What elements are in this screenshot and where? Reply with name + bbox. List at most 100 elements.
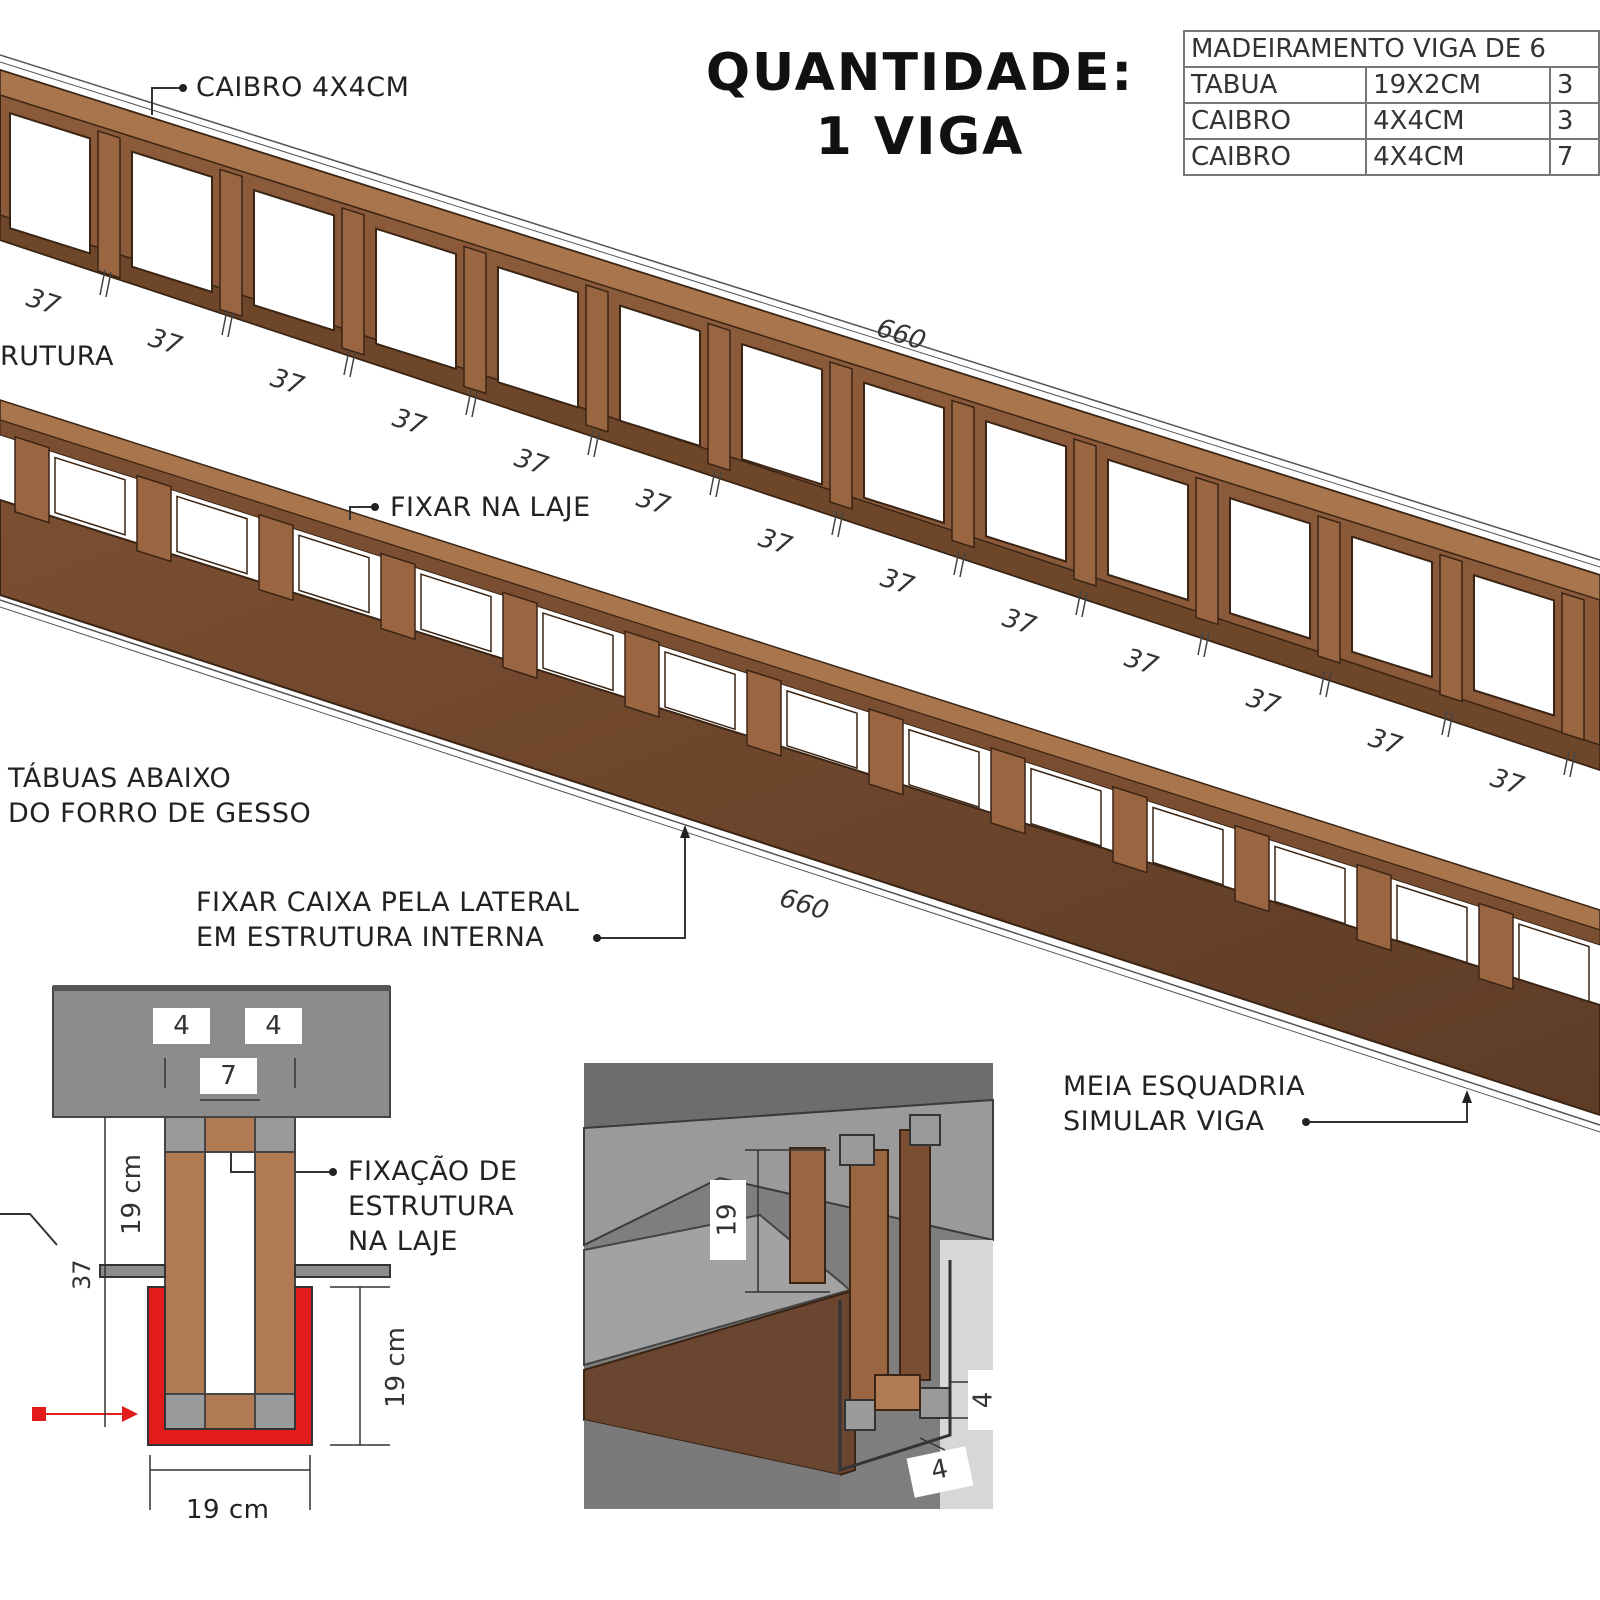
spacing-tick xyxy=(1563,749,1570,776)
spacing-tick xyxy=(837,511,844,538)
top-opening xyxy=(1107,458,1189,602)
leader-37 xyxy=(0,1213,58,1246)
leader-caibro xyxy=(151,87,180,115)
lower-stud xyxy=(14,435,50,524)
section-red-arrowhead xyxy=(122,1406,138,1422)
top-opening xyxy=(253,188,335,332)
spacing-label: 37 xyxy=(877,563,918,602)
table-cell-size: 4X4CM xyxy=(1365,138,1551,176)
persp-stud-1 xyxy=(789,1147,826,1284)
label-fixar-caixa-1: FIXAR CAIXA PELA LATERAL xyxy=(196,887,580,918)
dot-meia xyxy=(1302,1118,1310,1126)
table-cell-qty: 3 xyxy=(1548,102,1600,140)
persp-dim-19-text: 19 xyxy=(713,1203,743,1237)
top-stud xyxy=(1195,476,1219,626)
lower-stud xyxy=(502,591,538,680)
perspective-detail xyxy=(583,1063,994,1509)
persp-dim-4-side-text: 4 xyxy=(967,1391,998,1409)
section-slab xyxy=(52,986,391,1118)
spacing-tick xyxy=(1075,589,1082,616)
section-dim-37: 37 xyxy=(68,1259,96,1290)
table-cell-qty: 3 xyxy=(1548,66,1600,104)
top-stud xyxy=(463,245,487,395)
persp-caibro-bottom-1 xyxy=(844,1399,876,1431)
section-dim-19-top: 19 cm xyxy=(117,1154,147,1235)
label-tabuas-1: TÁBUAS ABAIXO xyxy=(8,763,232,794)
dot-fixar-laje xyxy=(371,503,379,511)
section-caibro-right xyxy=(254,1116,296,1153)
section-ceiling-left xyxy=(99,1264,166,1278)
top-opening xyxy=(1229,496,1311,640)
persp-beam-face xyxy=(583,1288,856,1477)
spacing-tick xyxy=(343,349,350,376)
lower-opening xyxy=(1396,884,1468,964)
persp-caibro-top-1 xyxy=(839,1134,875,1166)
top-frame-upper-rail xyxy=(0,69,1600,601)
table-cell-item: TABUA xyxy=(1182,66,1368,104)
persp-stud-2 xyxy=(849,1149,889,1401)
spacing-tick xyxy=(831,509,838,536)
persp-dim-19: 19 xyxy=(710,1180,746,1260)
top-opening xyxy=(741,342,823,486)
spacing-tick xyxy=(593,431,600,458)
spacing-label: 37 xyxy=(23,283,64,322)
spacing-tick xyxy=(99,269,106,296)
top-dim-line xyxy=(0,54,1600,561)
spacing-label: 37 xyxy=(1365,723,1406,762)
label-fixacao-2: ESTRUTURA xyxy=(348,1191,515,1222)
spacing-tick xyxy=(959,551,966,578)
lower-frame-top-rail-shade xyxy=(0,419,1600,946)
label-meia-1: MEIA ESQUADRIA xyxy=(1063,1071,1306,1102)
lower-opening xyxy=(664,650,736,731)
persp-caibro-bottom-2 xyxy=(919,1387,951,1419)
label-tabuas-2: DO FORRO DE GESSO xyxy=(8,798,312,829)
arrow-fixar-caixa xyxy=(680,825,690,838)
label-fixacao-1: FIXAÇÃO DE xyxy=(348,1156,518,1187)
lower-opening xyxy=(1152,806,1224,886)
section-fixing-block xyxy=(204,1116,256,1153)
dim-660-bottom: 660 xyxy=(776,883,832,927)
spacing-tick xyxy=(471,391,478,418)
table-cell-size: 19X2CM xyxy=(1365,66,1551,104)
title-viga: 1 VIGA xyxy=(815,107,1025,167)
top-opening xyxy=(375,227,457,371)
section-dim-19-width: 19 cm xyxy=(186,1495,270,1525)
spacing-tick xyxy=(587,429,594,456)
lower-opening xyxy=(1030,767,1102,847)
top-stud xyxy=(97,129,121,279)
section-dim-lines xyxy=(104,1058,390,1510)
spacing-tick xyxy=(221,309,228,336)
dot-caibro xyxy=(179,84,187,92)
section-board-right xyxy=(254,1151,296,1395)
lower-opening xyxy=(1518,923,1590,1003)
section-dim-7: 7 xyxy=(200,1058,257,1094)
spacing-tick xyxy=(953,549,960,576)
top-opening xyxy=(619,304,701,448)
label-caibro: CAIBRO 4X4CM xyxy=(196,72,410,103)
table-cell-item: CAIBRO xyxy=(1182,102,1368,140)
arrow-meia xyxy=(1462,1090,1472,1103)
persp-bottom-board xyxy=(874,1374,921,1411)
lower-stud xyxy=(136,474,172,563)
lower-stud xyxy=(1478,902,1514,991)
top-ladder-frame xyxy=(0,54,1600,778)
cross-section: 19 cm 19 cm 37 xyxy=(32,985,411,1510)
spacing-label: 37 xyxy=(511,443,552,482)
lower-opening xyxy=(542,612,614,692)
section-slab-top xyxy=(53,985,390,991)
spacing-label: 37 xyxy=(1121,643,1162,682)
title-quantidade: QUANTIDADE: xyxy=(705,43,1135,103)
top-stud xyxy=(1439,553,1463,703)
spacing-tick xyxy=(1569,751,1576,778)
table-cell-item: CAIBRO xyxy=(1182,138,1368,176)
top-stud xyxy=(1317,514,1341,664)
lower-opening xyxy=(1274,845,1346,925)
spacing-tick xyxy=(349,351,356,378)
materials-table-header: MADEIRAMENTO VIGA DE 6 xyxy=(1183,30,1600,68)
top-stud xyxy=(1073,437,1097,587)
leader-meia xyxy=(1307,1093,1468,1123)
section-dim-4-right: 4 xyxy=(245,1008,302,1044)
spacing-tick xyxy=(227,311,234,338)
spacing-tick xyxy=(715,471,722,498)
